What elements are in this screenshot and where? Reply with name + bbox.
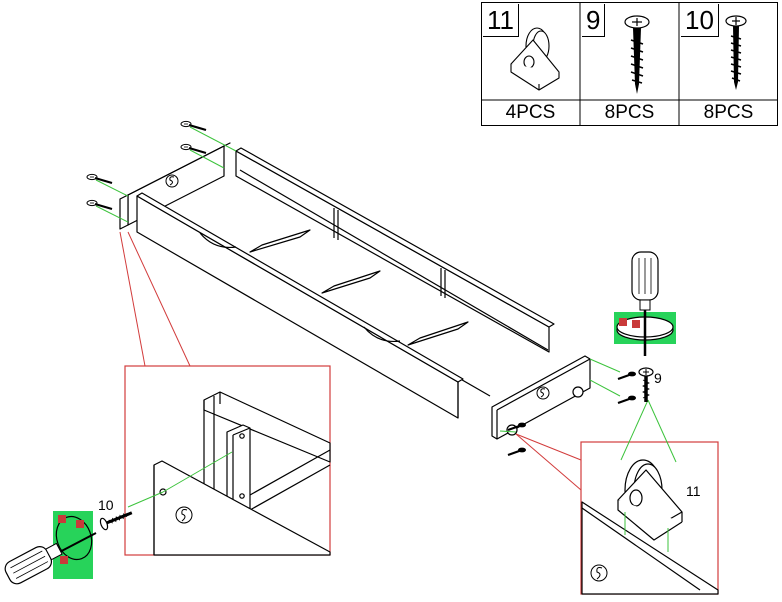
right-detail-callout — [515, 399, 719, 595]
caster-wheel-icon — [510, 27, 560, 91]
part-number: 9 — [582, 4, 606, 37]
brand-logo-icon — [165, 174, 550, 400]
callout-label-screw-9: 9 — [654, 370, 662, 386]
part-cell-screw-10: 10 8PCS — [679, 2, 778, 126]
drawer-box — [119, 142, 591, 440]
part-number: 10 — [681, 4, 719, 37]
screw-9-icon — [638, 367, 654, 402]
screwdriver-left-icon — [4, 511, 97, 585]
callout-label-screw-10: 10 — [98, 497, 114, 513]
part-quantity: 4PCS — [505, 102, 556, 123]
wood-screw-icon — [624, 15, 650, 94]
callout-label-caster-11: 11 — [686, 483, 701, 499]
part-quantity: 8PCS — [703, 102, 754, 123]
wood-screw-icon — [725, 15, 747, 90]
part-quantity: 8PCS — [604, 102, 655, 123]
screwdriver-right-icon — [614, 251, 676, 356]
part-cell-caster: 11 4PCS — [481, 2, 580, 126]
left-detail-callout — [99, 231, 331, 556]
assembly-guide-lines — [95, 126, 621, 433]
part-number: 11 — [483, 4, 519, 37]
parts-table: 11 4PCS 9 8PCS 10 — [481, 2, 778, 126]
part-cell-screw-9: 9 8PCS — [580, 2, 679, 126]
